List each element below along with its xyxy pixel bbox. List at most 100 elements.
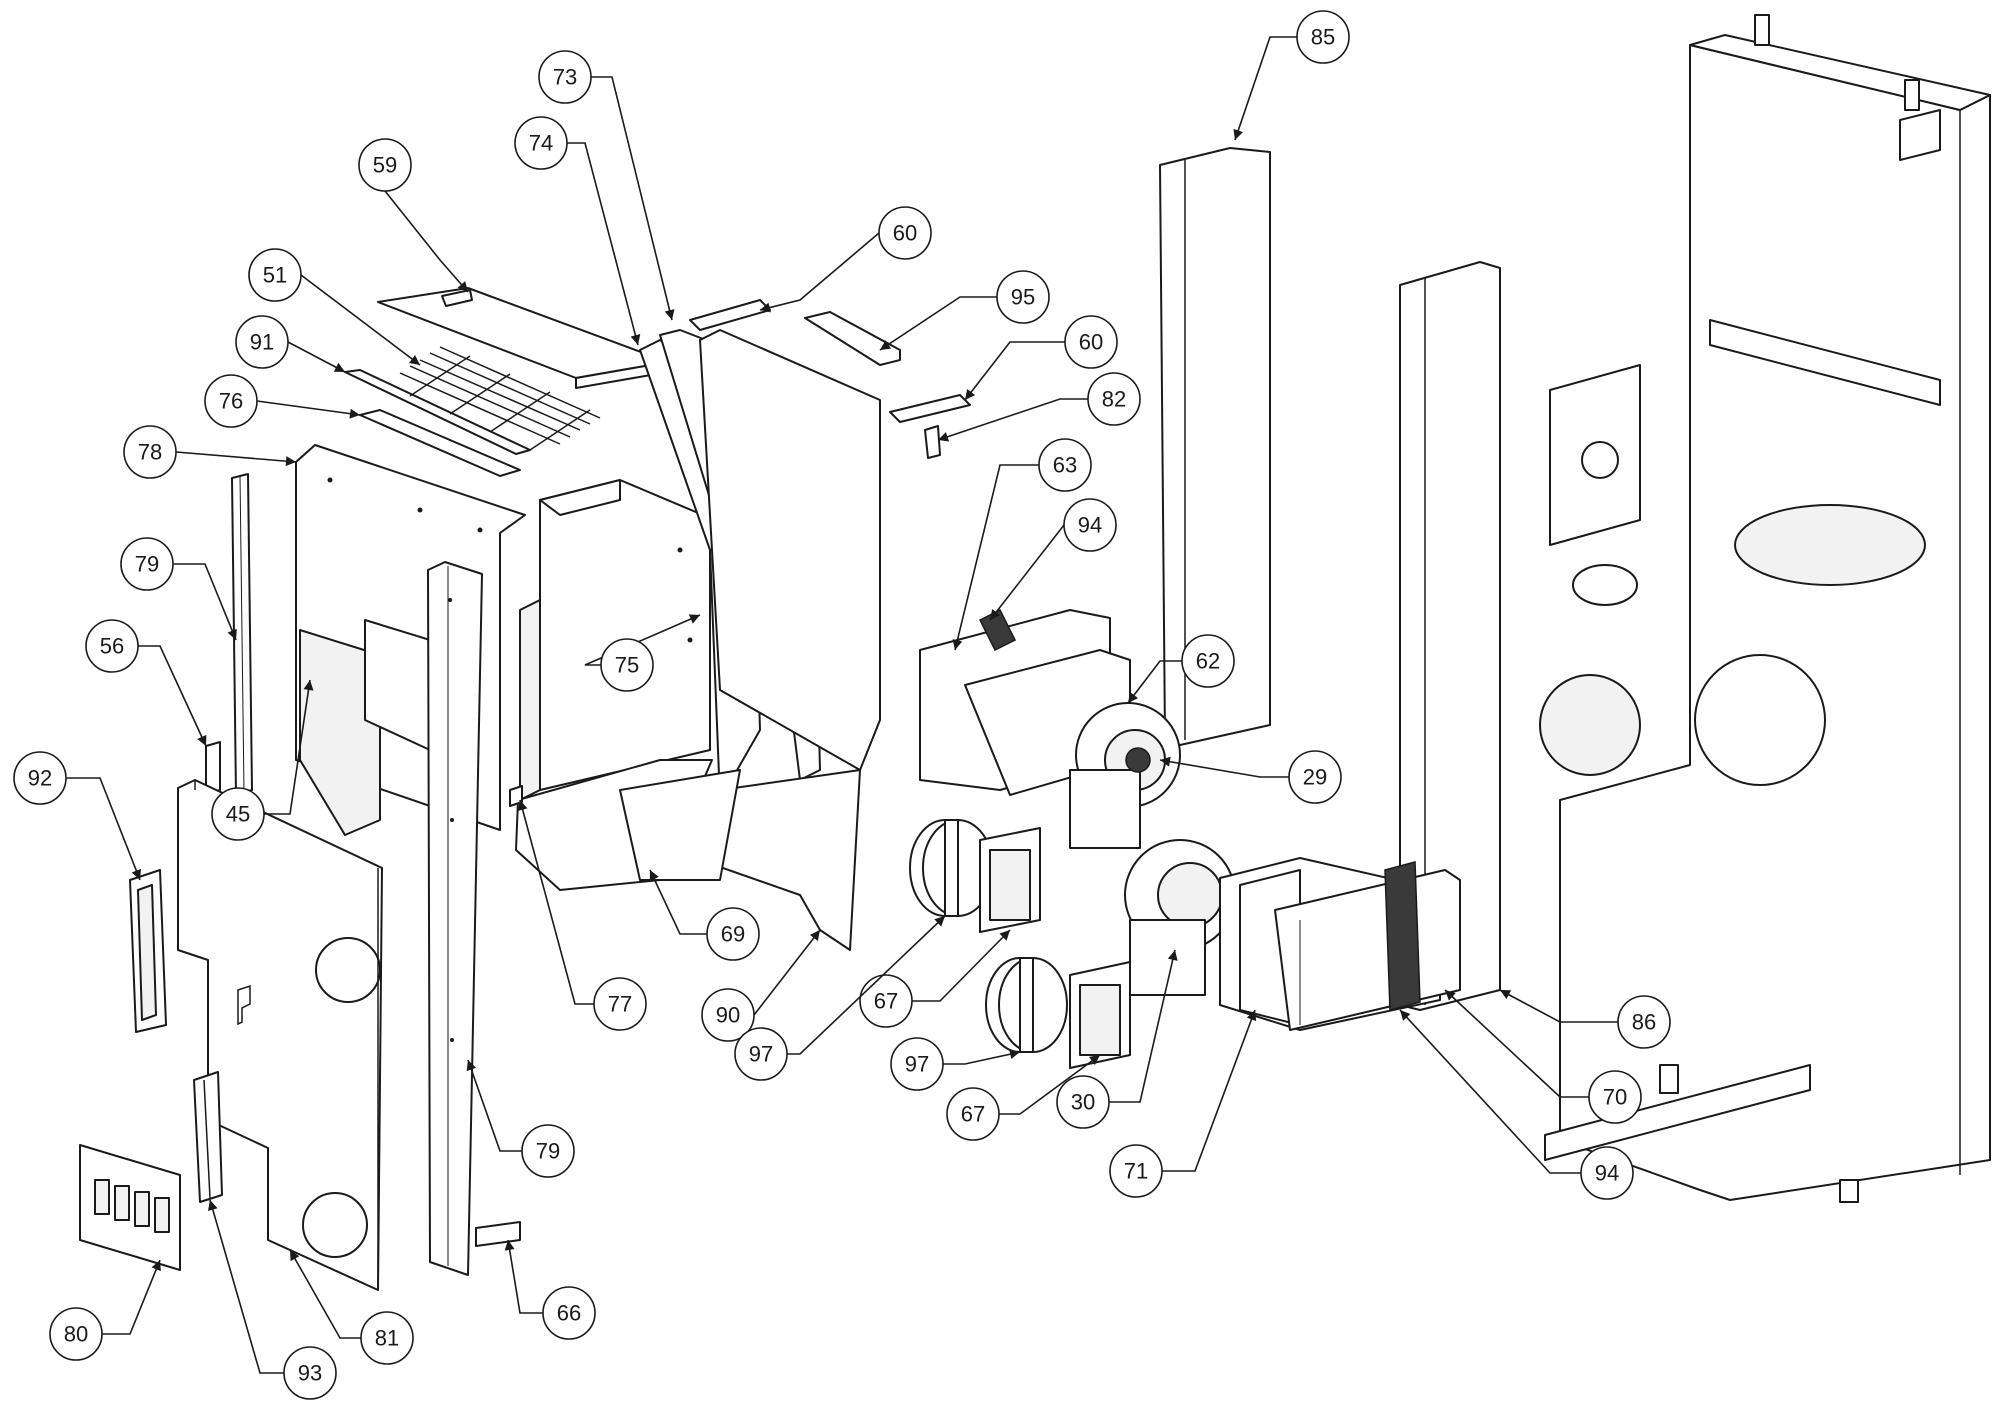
callout-label: 62	[1196, 649, 1220, 674]
part-left-upright-79	[231, 473, 253, 796]
part-plate-76	[359, 409, 521, 477]
callout-arrowhead	[333, 362, 345, 372]
callout-77: 77	[517, 799, 647, 1031]
callout-leader-line	[519, 799, 594, 1005]
part-top-cover-59	[377, 287, 669, 389]
callout-66: 66	[504, 1239, 596, 1340]
part-clip-77	[509, 785, 523, 807]
callout-leader-line	[1499, 989, 1618, 1023]
callout-label: 60	[893, 221, 917, 246]
callout-arrowhead	[1445, 990, 1456, 1001]
callout-arrowhead	[290, 1250, 300, 1262]
callout-arrowhead	[664, 309, 675, 320]
callout-label: 82	[1102, 387, 1126, 412]
part-bracket-60-mid	[889, 394, 971, 423]
part-bracket-60-top	[689, 299, 771, 331]
callout-29: 29	[1159, 750, 1342, 804]
callout-arrowhead	[1400, 1010, 1411, 1021]
callout-leader-line	[567, 142, 639, 346]
callout-leader-line	[384, 190, 469, 293]
callout-leader-line	[954, 464, 1039, 651]
part-grid-51	[399, 346, 601, 451]
callout-label: 78	[138, 440, 162, 465]
callout-leader-line	[989, 524, 1065, 621]
callout-label: 80	[64, 1322, 88, 1347]
callout-79: 79	[466, 1059, 575, 1178]
callout-73: 73	[538, 50, 675, 321]
callout-arrowhead	[1246, 1010, 1257, 1022]
part-panel-95	[699, 311, 901, 771]
callout-74: 74	[514, 116, 641, 346]
callout-label: 79	[536, 1139, 560, 1164]
callout-label: 91	[250, 330, 274, 355]
callout-label: 74	[529, 131, 553, 156]
callout-circle	[358, 138, 412, 192]
callout-arrowhead	[938, 432, 950, 442]
part-handle-92	[129, 869, 167, 1033]
callout-arrowhead	[151, 1260, 161, 1272]
callout-arrowhead	[688, 614, 700, 624]
callout-circle	[204, 374, 258, 428]
callout-arrowhead	[517, 800, 528, 811]
callout-arrowhead	[952, 639, 963, 650]
callout-arrowhead	[990, 609, 1001, 620]
callout-arrowhead	[303, 680, 314, 691]
part-fan-30	[1124, 839, 1236, 996]
callout-93: 93	[207, 1199, 337, 1400]
callout-arrowhead	[466, 1060, 477, 1072]
callout-circle	[706, 907, 760, 961]
callout-arrowhead	[285, 456, 296, 467]
part-connector-plate-80	[79, 1144, 181, 1271]
callout-91: 91	[235, 315, 346, 373]
callout-circle	[120, 537, 174, 591]
callout-label: 93	[298, 1361, 322, 1386]
callout-arrowhead	[349, 408, 360, 419]
callout-circle	[235, 315, 289, 369]
callout-76: 76	[204, 374, 361, 428]
callout-circle	[1056, 1075, 1110, 1129]
callout-circle	[1087, 372, 1141, 426]
callout-circle	[211, 787, 265, 841]
callout-leader-line	[964, 341, 1065, 401]
callout-circle	[283, 1346, 337, 1400]
callout-leader-line	[467, 1059, 522, 1152]
callout-leader-line	[591, 76, 673, 321]
callout-circle	[1296, 10, 1350, 64]
callout-leader-line	[209, 1199, 284, 1374]
part-flange-67-upper	[979, 827, 1041, 933]
callout-51: 51	[248, 248, 421, 366]
callout-circle	[13, 751, 67, 805]
callout-circle	[1288, 750, 1342, 804]
callout-circle	[859, 974, 913, 1028]
part-latch-93	[193, 1071, 223, 1203]
callout-arrowhead	[1128, 692, 1139, 703]
callout-leader-line	[173, 563, 237, 641]
callout-63: 63	[952, 438, 1092, 651]
callout-circle	[701, 988, 755, 1042]
callout-arrowhead	[880, 340, 892, 350]
callout-label: 67	[961, 1102, 985, 1127]
callout-leader-line	[937, 398, 1088, 441]
callout-leader-line	[256, 400, 361, 416]
callout-arrowhead	[649, 870, 659, 882]
callout-97: 97	[890, 1037, 1021, 1091]
callout-label: 60	[1079, 330, 1103, 355]
callout-45: 45	[211, 679, 314, 841]
callout-circle	[878, 206, 932, 260]
callout-label: 79	[135, 552, 159, 577]
callout-label: 94	[1078, 513, 1102, 538]
callout-circle	[890, 1037, 944, 1091]
callout-86: 86	[1499, 989, 1671, 1049]
callout-70: 70	[1444, 989, 1642, 1124]
callout-arrowhead	[504, 1240, 515, 1251]
callout-arrowhead	[760, 302, 771, 313]
callout-79: 79	[120, 537, 237, 641]
callout-leader-line	[507, 1239, 543, 1314]
part-centre-upright-79	[427, 561, 483, 1276]
callout-circle	[1617, 995, 1671, 1049]
callout-arrowhead	[457, 281, 468, 292]
callout-arrowhead	[965, 389, 976, 400]
callout-leader-line	[943, 1051, 1021, 1065]
